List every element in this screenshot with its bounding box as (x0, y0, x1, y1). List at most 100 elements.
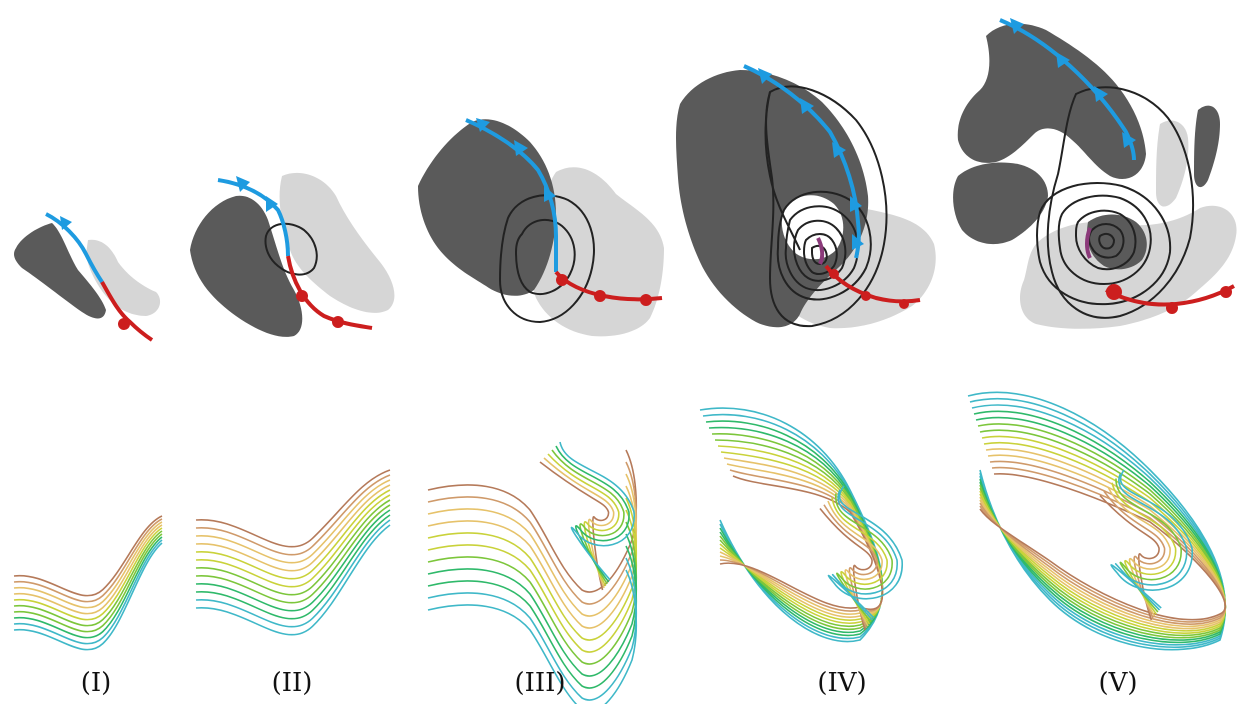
stage-4-warm-front-semicircle (829, 269, 839, 279)
stage-5-warm-front-semicircle (1220, 286, 1232, 298)
stage-5-isobar-ring (1074, 209, 1137, 271)
stage-1-contour-line (13, 521, 163, 609)
stage-5-contour-line (979, 454, 1226, 628)
stage-2-moist-region (279, 172, 395, 313)
stage-3-warm-front-semicircle (640, 294, 652, 306)
stage-3-contour-line (427, 569, 638, 704)
stage-4-contour-line (719, 475, 884, 610)
stage-3-contour-line (559, 441, 635, 581)
stage-label-iii: (III) (514, 668, 566, 698)
stage-1-contour-line (13, 539, 163, 645)
stage-4-isobar-ring (784, 205, 859, 291)
stage-4-low-center (816, 237, 825, 265)
stage-2-contour-line (195, 469, 391, 548)
stage-1-contour-line (13, 542, 163, 651)
stage-2-contour-line (195, 519, 391, 628)
stage-4-contour-line (827, 485, 903, 619)
stage-2-contour-line (195, 509, 391, 612)
stage-1-contour-line (13, 518, 163, 603)
stage-5-isobar-ring (1036, 182, 1172, 306)
stage-1-contour-line (13, 530, 163, 627)
stage-5-contour-line (1115, 478, 1182, 613)
stage-2-contour-line (195, 484, 391, 572)
stage-3-dry-region (418, 119, 556, 296)
stage-5-contour-line (1114, 473, 1188, 611)
stage-3-warm-front-semicircle (556, 274, 568, 286)
stage-2-warm-front-semicircle (296, 290, 308, 302)
stage-2-front-map (190, 172, 395, 337)
stage-5-dry-right (1194, 105, 1220, 188)
stage-1-contour-line (13, 533, 163, 633)
stage-1-contour-line (13, 515, 163, 597)
stage-4-contour-line (831, 489, 898, 621)
stage-4-cold-front-triangle (852, 234, 864, 250)
stage-5-low-center (1085, 227, 1092, 259)
stage-4-cold-front-triangle (832, 142, 846, 158)
stage-5-cold-front-triangle (1056, 52, 1070, 68)
stage-3-cold-front-triangle (514, 140, 528, 156)
stage-label-v: (V) (1098, 668, 1138, 698)
stage-2-contour-line (195, 504, 391, 604)
stage-4-cold-front-triangle (850, 196, 862, 212)
stage-5-isobar-ring (1057, 194, 1152, 286)
stage-5-contour-line (977, 423, 1226, 639)
stage-2-dry-region (190, 195, 303, 337)
stage-5-contour-line (979, 466, 1226, 623)
stage-3-cold-front-triangle (544, 186, 556, 202)
stage-1-warm-front (100, 281, 154, 342)
stage-4-contour-line (823, 504, 878, 629)
stage-5-cold-front-triangle (1122, 132, 1136, 148)
stage-5-cold-front-triangle (1010, 18, 1024, 34)
stage-1-contour-line (13, 536, 163, 639)
stage-3-isobar-inner (514, 218, 576, 295)
stage-2-contour-line (195, 489, 391, 580)
stage-4-warm-front (824, 264, 921, 304)
stage-3-moist-region (531, 167, 664, 337)
stage-4-contour-line (819, 508, 873, 631)
stage-5-isobar-ring (1098, 232, 1116, 250)
stage-2-contour-line (195, 499, 391, 596)
stage-5-dry-region (957, 23, 1146, 180)
stage-5-cold-front-triangle (1094, 86, 1108, 102)
stage-5-dry-blob (953, 162, 1048, 245)
stage-4-cold-front-triangle (800, 98, 814, 114)
stage-4-cold-front (743, 64, 861, 259)
stage-2-contour-line (195, 524, 391, 636)
stage-4-warm-front-semicircle (861, 291, 871, 301)
stage-3-contour-line (551, 449, 625, 585)
stage-3-contour-line (427, 545, 638, 689)
stage-4-contour-line (835, 493, 893, 623)
stage-3-isobar-outer (498, 194, 595, 324)
stage-5-warm-front-semicircle (1166, 302, 1178, 314)
stage-2-warm-front (286, 255, 373, 330)
stage-label-i: (I) (80, 668, 112, 698)
stage-5-warm-front-semicircle (1106, 284, 1122, 300)
stage-label-iv: (IV) (817, 668, 867, 698)
stage-4-warm-front-semicircle (899, 299, 909, 309)
stage-4-isobar-outer (765, 85, 888, 328)
stage-5-isobar-ring (1088, 223, 1125, 259)
stage-5-contour-line (979, 448, 1226, 630)
stage-2-cold-front-triangle (236, 176, 250, 192)
stage-5-moist-arm (1156, 120, 1189, 207)
stage-1-moist-region (86, 239, 161, 316)
stage-4-isobar-split (764, 91, 801, 251)
stage-1-warm-front-semicircle (118, 318, 130, 330)
stage-5-contour-line (979, 473, 1226, 621)
stage-2-contour-line (195, 479, 391, 564)
stage-1-front-map (14, 212, 161, 342)
stage-1-dry-region (14, 223, 106, 319)
stage-5-contour-line (967, 391, 1226, 651)
stage-1-cold-front (45, 212, 104, 284)
stage-5-contour-line (979, 442, 1226, 632)
stage-5-front-map (953, 18, 1237, 329)
stage-2-isobar (264, 222, 318, 276)
stage-4-front-map (676, 64, 936, 329)
stage-1-cold-front-triangle (60, 216, 72, 230)
stage-5-contour-line (1107, 486, 1171, 617)
stage-4-isobar-ring (792, 219, 847, 282)
stage-2-contour-line (195, 474, 391, 556)
stage-1-contour-line (13, 524, 163, 615)
stage-5-contour-line (1110, 469, 1193, 609)
